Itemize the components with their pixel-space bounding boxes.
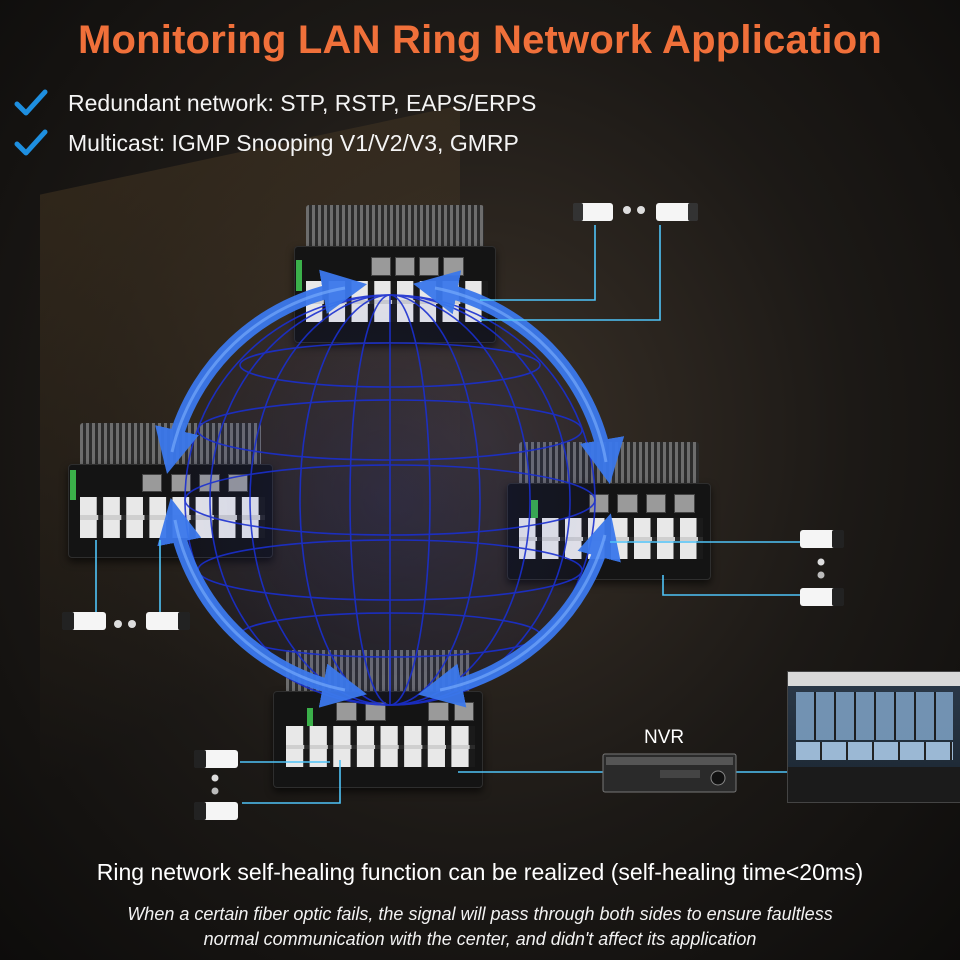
check-icon <box>14 129 48 156</box>
nvr-icon <box>602 753 737 793</box>
feature-text: Multicast: IGMP Snooping V1/V2/V3, GMRP <box>68 129 519 156</box>
camera-icon <box>194 750 238 820</box>
feature-text: Redundant network: STP, RSTP, EAPS/ERPS <box>68 89 537 116</box>
page-title: Monitoring LAN Ring Network Application <box>77 18 883 62</box>
camera-icon <box>573 203 698 221</box>
camera-icon <box>62 612 190 630</box>
monitoring-center-image <box>787 671 960 803</box>
check-icon <box>14 89 48 116</box>
feature-item-redundant: Redundant network: STP, RSTP, EAPS/ERPS <box>14 88 536 118</box>
nvr-label: NVR <box>644 727 685 748</box>
camera-links <box>95 225 800 804</box>
caption-sub-line1: When a certain fiber optic fails, the si… <box>127 904 833 924</box>
caption-sub: When a certain fiber optic fails, the si… <box>40 902 920 952</box>
feature-item-multicast: Multicast: IGMP Snooping V1/V2/V3, GMRP <box>14 128 519 158</box>
caption-sub-line2: normal communication with the center, an… <box>203 929 757 949</box>
caption-main: Ring network self-healing function can b… <box>96 859 864 885</box>
camera-icon <box>800 530 844 606</box>
